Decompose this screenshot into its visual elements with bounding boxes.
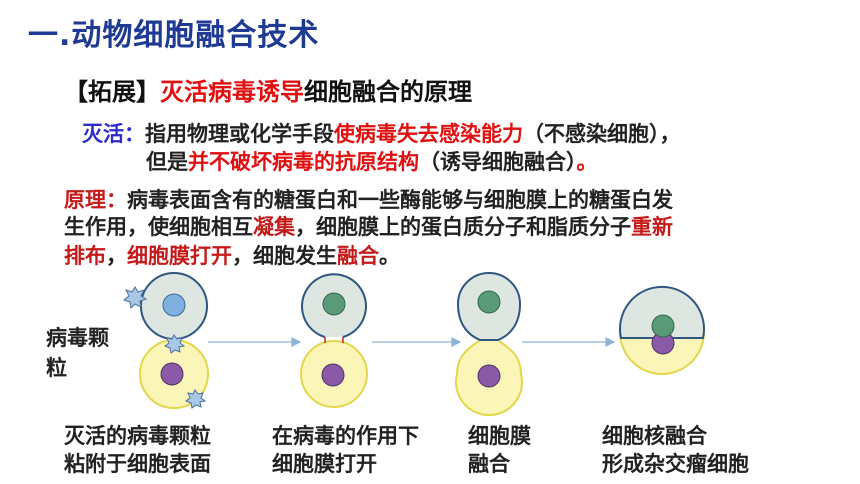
caption-4-line-2: 形成杂交瘤细胞 [602, 452, 749, 476]
subtitle-highlight: 灭活病毒诱导 [160, 78, 304, 106]
principle-red-3c: 融合 [337, 244, 379, 268]
nucleus-green [477, 290, 501, 314]
principle-line-3: 排布，细胞膜打开，细胞发生融合。 [64, 240, 400, 270]
principle-text-1: 病毒表面含有的糖蛋白和一些酶能够与细胞膜上的糖蛋白发 [127, 188, 673, 212]
inactivation-end: 。 [576, 150, 598, 174]
caption-2-line-1: 在病毒的作用下 [272, 424, 419, 448]
arrows [208, 337, 616, 347]
principle-text-2b: ，细胞膜上的蛋白质分子和脂质分子 [295, 215, 631, 239]
subtitle-bracket: 【拓展】 [64, 78, 160, 106]
caption-3-line-1: 细胞膜 [468, 424, 531, 448]
principle-red-3a: 排布 [64, 244, 106, 268]
principle-text-3c: 。 [379, 244, 400, 268]
principle-text-3b: ，细胞发生 [232, 244, 337, 268]
arrow-3-head [605, 337, 616, 347]
inactivation-red-a: 使病毒失去感染能力 [334, 122, 523, 146]
principle-label: 原理： [64, 188, 127, 212]
principle-red-2b: 重新 [631, 215, 673, 239]
inactivation-label: 灭活： [82, 122, 145, 146]
inactivation-text-d: （诱导细胞融合） [419, 150, 577, 174]
stage-1-cells [122, 272, 209, 409]
caption-2-line-2: 细胞膜打开 [272, 452, 377, 476]
subtitle: 【拓展】灭活病毒诱导细胞融合的原理 [64, 72, 472, 107]
stage-3-cells [455, 272, 523, 417]
stage-4-cell [619, 285, 705, 375]
principle-red-2a: 凝集 [253, 215, 295, 239]
inactivation-line-2: 但是并不破坏病毒的抗原结构（诱导细胞融合）。 [146, 146, 598, 176]
caption-3-line-2: 融合 [468, 452, 510, 476]
principle-text-3a: ， [106, 244, 127, 268]
principle-red-3b: 细胞膜打开 [127, 244, 232, 268]
stage-2-cells [300, 273, 368, 408]
subtitle-rest: 细胞融合的原理 [304, 78, 472, 106]
inactivation-text-a: 指用物理或化学手段 [145, 122, 334, 146]
nucleus-green [322, 292, 346, 316]
arrow-1-head [291, 337, 302, 347]
inactivation-text-c: 但是 [146, 150, 188, 174]
arrow-2-head [451, 337, 462, 347]
nucleus-blue [162, 293, 186, 317]
inactivation-line-1: 灭活：指用物理或化学手段使病毒失去感染能力（不感染细胞）， [82, 118, 681, 148]
nucleus-purple [477, 364, 501, 388]
caption-1-line-1: 灭活的病毒颗粒 [64, 424, 211, 448]
virus-label-line-1: 病毒颗 [46, 326, 109, 350]
page-title: 一.动物细胞融合技术 [28, 18, 320, 53]
caption-4-line-1: 细胞核融合 [602, 424, 707, 448]
nucleus-green [651, 314, 675, 338]
inactivation-text-b: （不感染细胞）， [523, 122, 681, 146]
hybrid-cell-upper [619, 285, 705, 339]
caption-1-line-2: 粘附于细胞表面 [64, 452, 211, 476]
nucleus-purple [321, 363, 345, 387]
principle-line-2: 生作用，使细胞相互凝集，细胞膜上的蛋白质分子和脂质分子重新 [64, 211, 673, 241]
nucleus-purple [160, 362, 184, 386]
principle-line-1: 原理：病毒表面含有的糖蛋白和一些酶能够与细胞膜上的糖蛋白发 [64, 184, 673, 214]
virus-label-line-2: 粒 [46, 356, 67, 380]
inactivation-red-b: 并不破坏病毒的抗原结构 [188, 150, 419, 174]
principle-text-2a: 生作用，使细胞相互 [64, 215, 253, 239]
virus-particle-icon [122, 286, 207, 409]
